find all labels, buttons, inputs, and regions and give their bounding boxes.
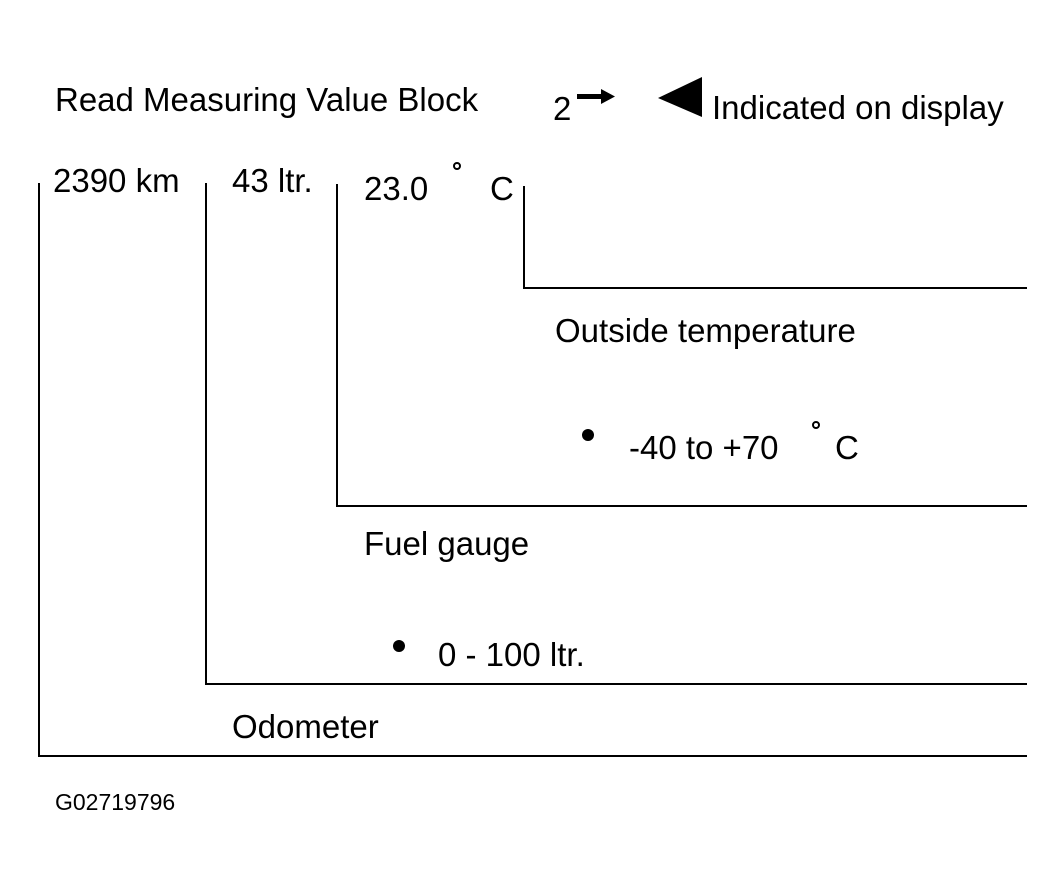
temperature-range-value: -40 to +70 [629, 429, 779, 466]
odometer-bracket-horizontal [38, 755, 1027, 757]
odometer-label: Odometer [232, 708, 379, 745]
odometer-inner-bracket-horizontal [205, 683, 1027, 685]
odometer-bracket-vertical [38, 183, 40, 757]
fuel-range: 0 - 100 ltr. [438, 636, 585, 673]
temperature-bracket-vertical [523, 186, 525, 289]
fuel-value: 43 ltr. [232, 162, 313, 199]
fuel-gauge-label: Fuel gauge [364, 525, 530, 562]
temperature-value: 23.0 [364, 170, 429, 207]
fuel-bracket-horizontal [336, 505, 1027, 507]
diagram-title: Read Measuring Value Block [55, 81, 479, 118]
temperature-range-unit: C [835, 429, 859, 466]
group-number: 2 [553, 90, 572, 127]
indicator-label: Indicated on display [712, 89, 1004, 126]
temperature-unit: C [490, 170, 514, 207]
outside-temperature-label: Outside temperature [555, 312, 856, 349]
right-arrow-icon [577, 89, 615, 104]
fuel-bracket-vertical [336, 184, 338, 507]
degree-icon [812, 421, 820, 429]
bullet-icon [582, 429, 594, 441]
odometer-value: 2390 km [53, 162, 180, 199]
odometer-inner-bracket-vertical [205, 183, 207, 685]
bullet-icon [393, 640, 405, 652]
left-triangle-icon [658, 77, 702, 117]
temperature-bracket-horizontal [523, 287, 1027, 289]
figure-id: G02719796 [55, 789, 176, 815]
degree-icon [453, 162, 461, 170]
